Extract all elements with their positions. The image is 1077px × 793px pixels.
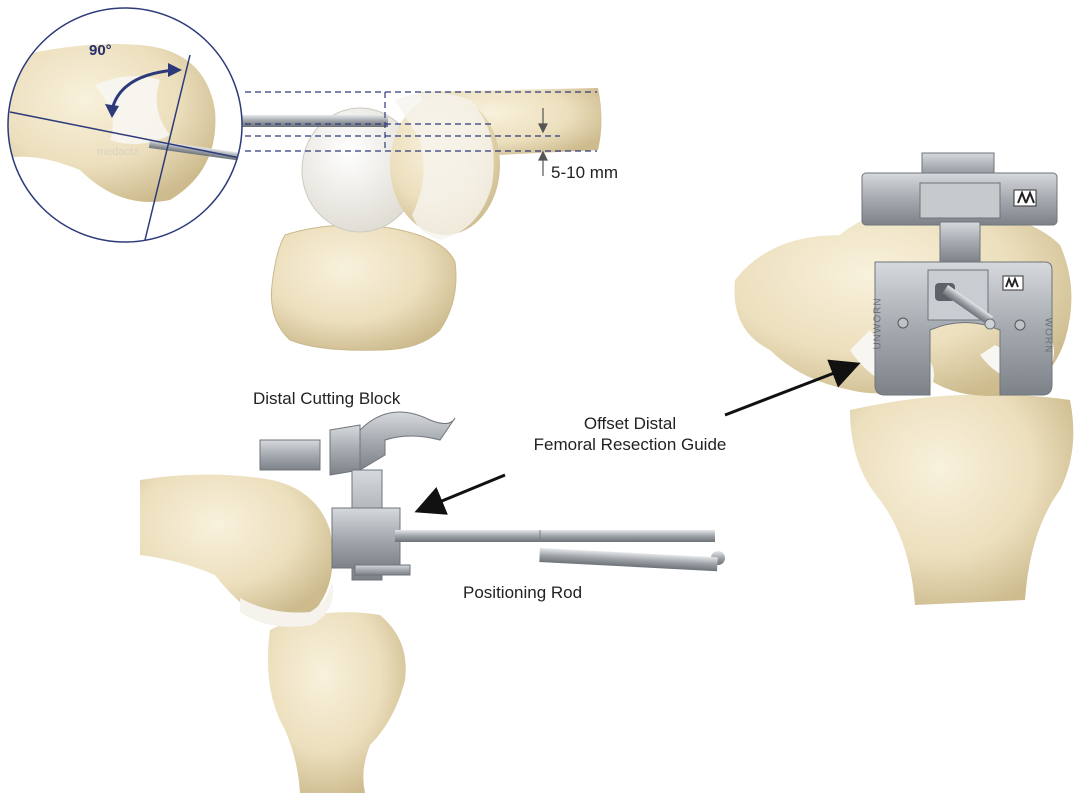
screw-right [1015, 320, 1025, 330]
positioning-rod-label: Positioning Rod [463, 582, 582, 603]
angle-label: 90° [89, 40, 112, 61]
frontal-knee-illustration [734, 153, 1073, 605]
offset-guide-label-line1: Offset Distal [510, 413, 750, 434]
lateral-knee-illustration [140, 412, 725, 793]
offset-guide-label-line2: Femoral Resection Guide [510, 434, 750, 455]
screw-left [898, 318, 908, 328]
engraving-unworn: UNWORN [873, 297, 884, 349]
engraving-worn: WORN [1042, 318, 1053, 354]
distal-cutting-block-label: Distal Cutting Block [253, 388, 400, 409]
guide-top-block [862, 153, 1057, 225]
rod-tip [539, 548, 717, 571]
arrow-to-frontal-guide [725, 365, 855, 415]
femur-lateral [140, 474, 333, 619]
intramedullary-rod [238, 115, 388, 127]
tibia-top [271, 225, 456, 350]
brand-watermark: medacta [97, 142, 139, 163]
top-knee-illustration [238, 88, 602, 350]
arrow-to-lateral-guide [420, 475, 505, 510]
tibia-lateral [268, 612, 406, 793]
measurement-label: 5-10 mm [551, 162, 618, 183]
angle-inset [0, 8, 249, 242]
offset-guide-label: Offset Distal Femoral Resection Guide [510, 413, 750, 455]
tibia-frontal [850, 394, 1073, 605]
